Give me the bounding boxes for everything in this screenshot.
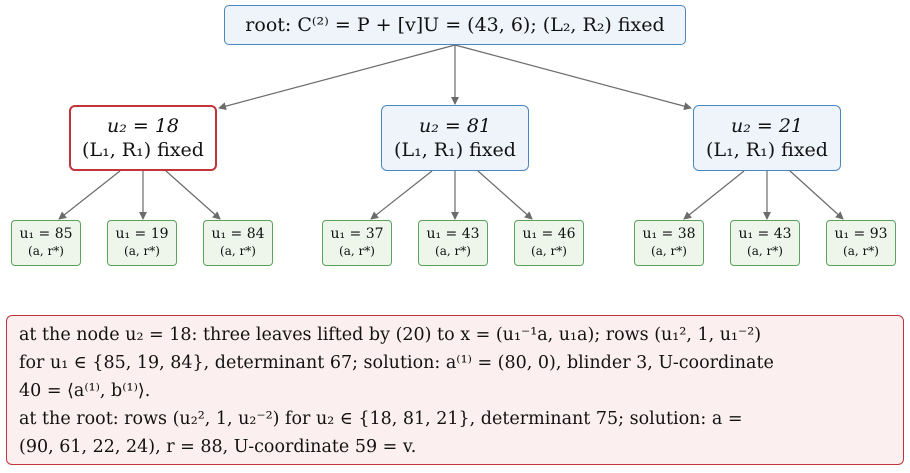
leaf-pair: (a, r*): [124, 244, 160, 258]
leaf-value: u₁ = 85: [19, 226, 73, 242]
tree-edge: [477, 170, 533, 220]
leaf-pair: (a, r*): [747, 244, 783, 258]
tree-edge: [218, 44, 456, 111]
mid-node: u₂ = 81 (L₁, R₁) fixed: [381, 105, 529, 171]
leaf-pair: (a, r*): [843, 244, 879, 258]
leaf-pair: (a, r*): [651, 244, 687, 258]
mid-node-fixed: (L₁, R₁) fixed: [82, 139, 204, 161]
leaf-node: u₁ = 43 (a, r*): [418, 220, 488, 266]
leaf-pair: (a, r*): [28, 244, 64, 258]
note-line: at the node u₂ = 18: three leaves lifted…: [19, 325, 762, 345]
mid-node-fixed: (L₁, R₁) fixed: [706, 139, 828, 161]
note-line: at the root: rows (u₂², 1, u₂⁻²) for u₂ …: [19, 409, 743, 429]
root-label: root: C⁽²⁾ = P + [v]U = (43, 6); (L₂, R₂…: [245, 14, 665, 36]
root-node: root: C⁽²⁾ = P + [v]U = (43, 6); (L₂, R₂…: [224, 5, 686, 45]
mid-node: u₂ = 21 (L₁, R₁) fixed: [693, 105, 841, 171]
tree-edge: [370, 170, 433, 220]
tree-edge: [789, 170, 844, 220]
note-line: for u₁ ∈ {85, 19, 84}, determinant 67; s…: [19, 353, 774, 373]
leaf-pair: (a, r*): [435, 244, 471, 258]
tree-edge: [58, 170, 121, 220]
leaf-node: u₁ = 93 (a, r*): [826, 220, 896, 266]
leaf-node: u₁ = 38 (a, r*): [634, 220, 704, 266]
leaf-value: u₁ = 38: [642, 226, 696, 242]
leaf-value: u₁ = 37: [330, 226, 384, 242]
leaf-node: u₁ = 19 (a, r*): [107, 220, 177, 266]
note-line: (90, 61, 22, 24), r = 88, U-coordinate 5…: [19, 437, 417, 457]
tree-edge: [165, 170, 221, 220]
leaf-value: u₁ = 93: [834, 226, 888, 242]
leaf-pair: (a, r*): [531, 244, 567, 258]
mid-node-label: u₂ = 21: [730, 115, 804, 137]
mid-node-fixed: (L₁, R₁) fixed: [394, 139, 516, 161]
leaf-pair: (a, r*): [220, 244, 256, 258]
leaf-value: u₁ = 43: [426, 226, 480, 242]
leaf-value: u₁ = 84: [211, 226, 265, 242]
mid-node-label: u₂ = 18: [106, 115, 180, 137]
leaf-node: u₁ = 85 (a, r*): [11, 220, 81, 266]
mid-node-highlighted: u₂ = 18 (L₁, R₁) fixed: [69, 105, 217, 171]
leaf-node: u₁ = 84 (a, r*): [203, 220, 273, 266]
explanation-note: at the node u₂ = 18: three leaves lifted…: [6, 315, 904, 465]
leaf-node: u₁ = 37 (a, r*): [322, 220, 392, 266]
leaf-value: u₁ = 43: [738, 226, 792, 242]
tree-edge: [454, 44, 692, 111]
leaf-node: u₁ = 46 (a, r*): [514, 220, 584, 266]
note-line: 40 = ⟨a⁽¹⁾, b⁽¹⁾⟩.: [19, 381, 151, 401]
leaf-node: u₁ = 43 (a, r*): [730, 220, 800, 266]
mid-node-label: u₂ = 81: [418, 115, 492, 137]
leaf-value: u₁ = 19: [115, 226, 169, 242]
leaf-value: u₁ = 46: [522, 226, 576, 242]
leaf-pair: (a, r*): [339, 244, 375, 258]
tree-edge: [683, 170, 745, 220]
